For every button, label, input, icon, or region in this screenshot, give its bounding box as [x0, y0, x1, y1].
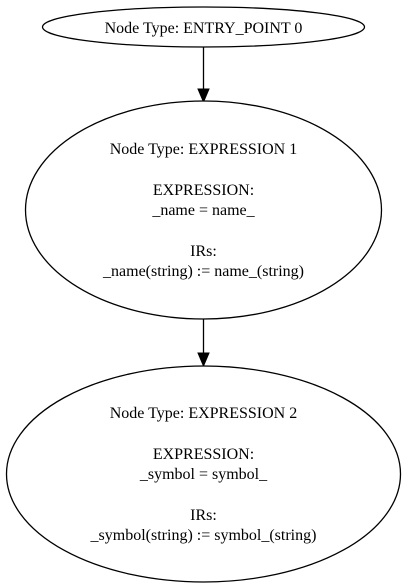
node-label-type: Node Type: ENTRY_POINT 0	[105, 20, 303, 37]
node-label-type: Node Type: EXPRESSION 1	[110, 141, 297, 158]
node-label-ir: _name(string) := name_(string)	[102, 263, 304, 280]
node-label-expression-heading: EXPRESSION:	[153, 446, 254, 463]
arrowhead-icon	[197, 88, 210, 104]
node-label-ir: _symbol(string) := symbol_(string)	[90, 527, 317, 544]
node-label-type: Node Type: EXPRESSION 2	[110, 405, 297, 422]
node-label-expression: _symbol = symbol_	[139, 466, 268, 483]
arrowhead-icon	[197, 352, 210, 368]
edge-expression-1-to-expression-2	[197, 319, 210, 368]
node-label-irs-heading: IRs:	[190, 243, 217, 260]
node-expression-2[interactable]: Node Type: EXPRESSION 2 EXPRESSION: _sym…	[5, 365, 402, 583]
node-label-irs-heading: IRs:	[190, 507, 217, 524]
node-ellipse	[5, 365, 402, 583]
node-ellipse	[41, 6, 366, 48]
node-entry-point-0[interactable]: Node Type: ENTRY_POINT 0	[41, 6, 366, 48]
node-ellipse	[24, 100, 383, 320]
edge-entry-to-expression-1	[197, 47, 210, 104]
node-label-expression: _name = name_	[151, 202, 255, 219]
node-label-expression-heading: EXPRESSION:	[153, 182, 254, 199]
node-expression-1[interactable]: Node Type: EXPRESSION 1 EXPRESSION: _nam…	[24, 100, 383, 320]
